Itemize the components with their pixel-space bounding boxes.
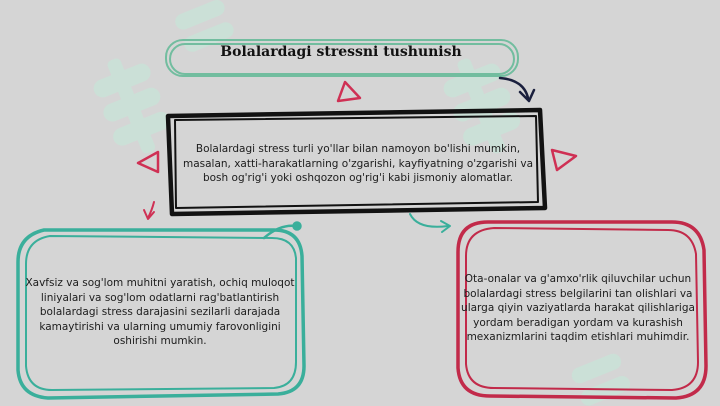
outlined-triangle-icon: [550, 148, 578, 172]
right-box: [456, 220, 708, 400]
left-box-text: Xavfsiz va sog'lom muhitni yaratish, och…: [25, 277, 295, 348]
dollar-sign-watermark-icon: [93, 58, 171, 154]
curved-arrow-icon: [498, 76, 536, 103]
right-box-text: Ota-onalar va g'amxo'rlik qiluvchilar uc…: [461, 273, 695, 344]
center-box: [165, 107, 548, 217]
center-box-text: Bolalardagi stress turli yo'llar bilan n…: [182, 143, 534, 185]
curved-arrow-icon: [262, 221, 302, 240]
left-box: [16, 228, 306, 400]
outlined-triangle-icon: [136, 150, 160, 174]
outlined-triangle-icon: [336, 80, 362, 103]
curved-arrow-icon: [143, 201, 155, 220]
watermark: [93, 0, 631, 406]
diagram-title: Bolalardagi stressni tushunish: [220, 44, 462, 60]
curved-arrow-icon: [409, 213, 451, 233]
title-box: [165, 39, 519, 77]
